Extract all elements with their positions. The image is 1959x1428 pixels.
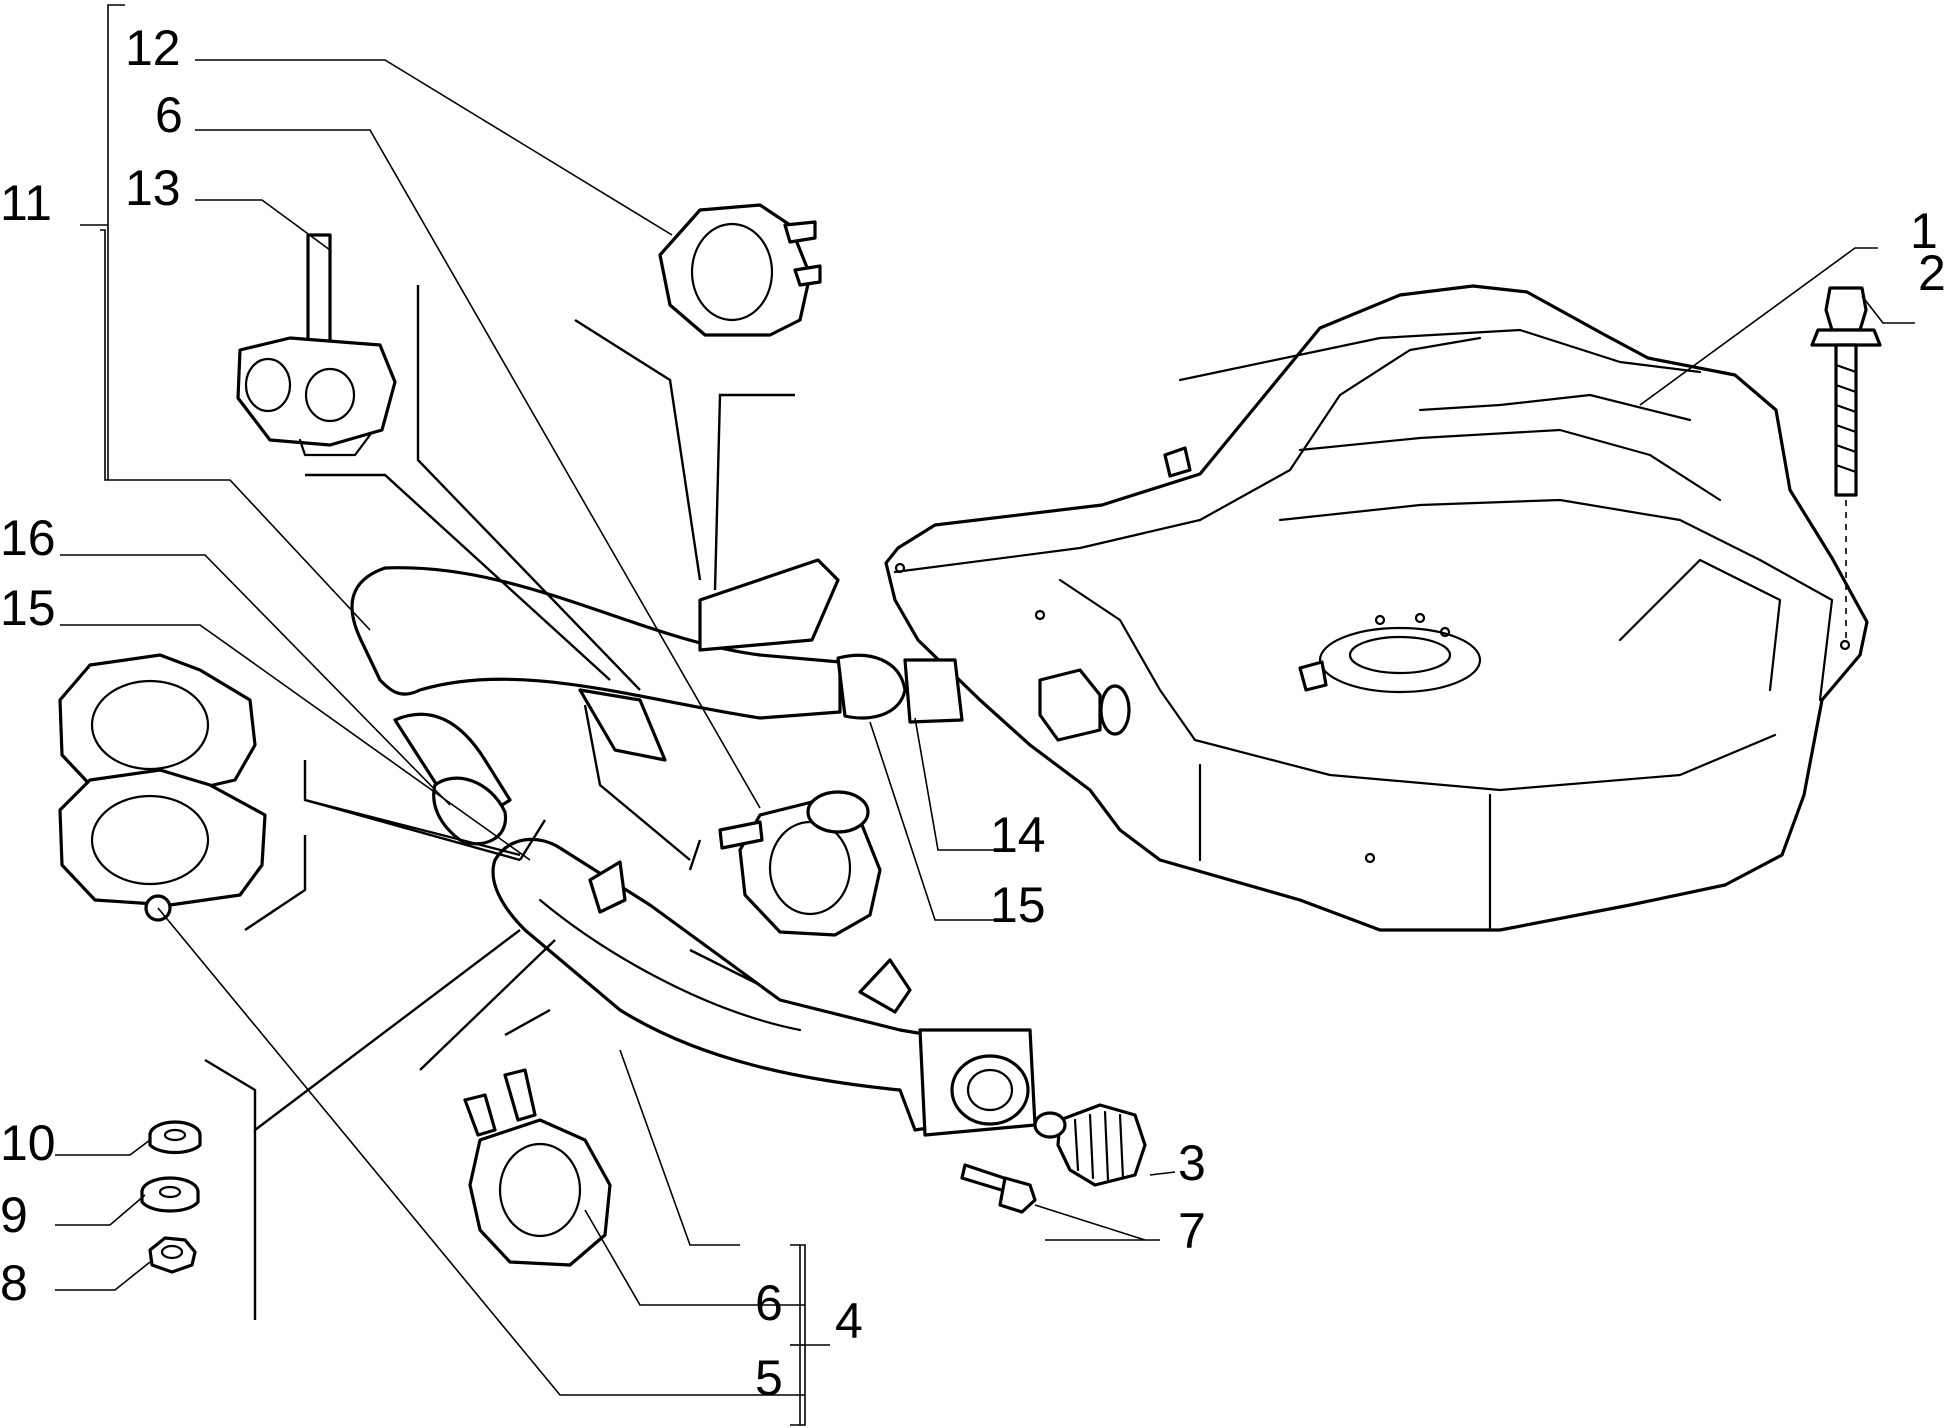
clamp-12: [658, 203, 822, 337]
screw-7: [960, 1163, 1037, 1214]
nut-8: [148, 1236, 197, 1274]
fuel-tank: [884, 284, 1869, 932]
tank-bolt: [1810, 286, 1882, 640]
callout-15-right: 15: [990, 877, 1046, 933]
callout-12: 12: [125, 20, 181, 76]
washer-9: [140, 1176, 200, 1213]
callout-6-top: 6: [155, 87, 183, 143]
filler-pipe-4: [491, 837, 1037, 1137]
callout-2: 2: [1918, 245, 1946, 301]
callout-16: 16: [0, 510, 56, 566]
callout-15-left: 15: [0, 580, 56, 636]
washer-10: [148, 1120, 202, 1155]
callout-9: 9: [0, 1187, 28, 1243]
clamp-6-lower: [463, 1068, 612, 1267]
hose-assembly-11: [350, 558, 964, 846]
double-clamp-5: [58, 653, 267, 922]
callout-6-bottom: 6: [755, 1275, 783, 1331]
callout-3: 3: [1178, 1135, 1206, 1191]
callout-4: 4: [835, 1293, 863, 1349]
callout-13: 13: [125, 160, 181, 216]
callout-14: 14: [990, 807, 1046, 863]
callout-11: 11: [0, 175, 52, 231]
bracket-4: [790, 1244, 830, 1426]
leader-lines: [55, 59, 1915, 1425]
callout-7: 7: [1178, 1203, 1206, 1259]
callout-10: 10: [0, 1115, 56, 1171]
bracket-11: [80, 4, 125, 480]
connector-13: [236, 233, 397, 457]
callout-1: 1: [1910, 203, 1938, 259]
callout-5: 5: [755, 1350, 783, 1406]
fuel-cap-3: [1033, 1103, 1147, 1187]
callout-8: 8: [0, 1255, 28, 1311]
clamp-6-upper: [718, 790, 882, 937]
explosion-lines: [204, 285, 795, 1320]
